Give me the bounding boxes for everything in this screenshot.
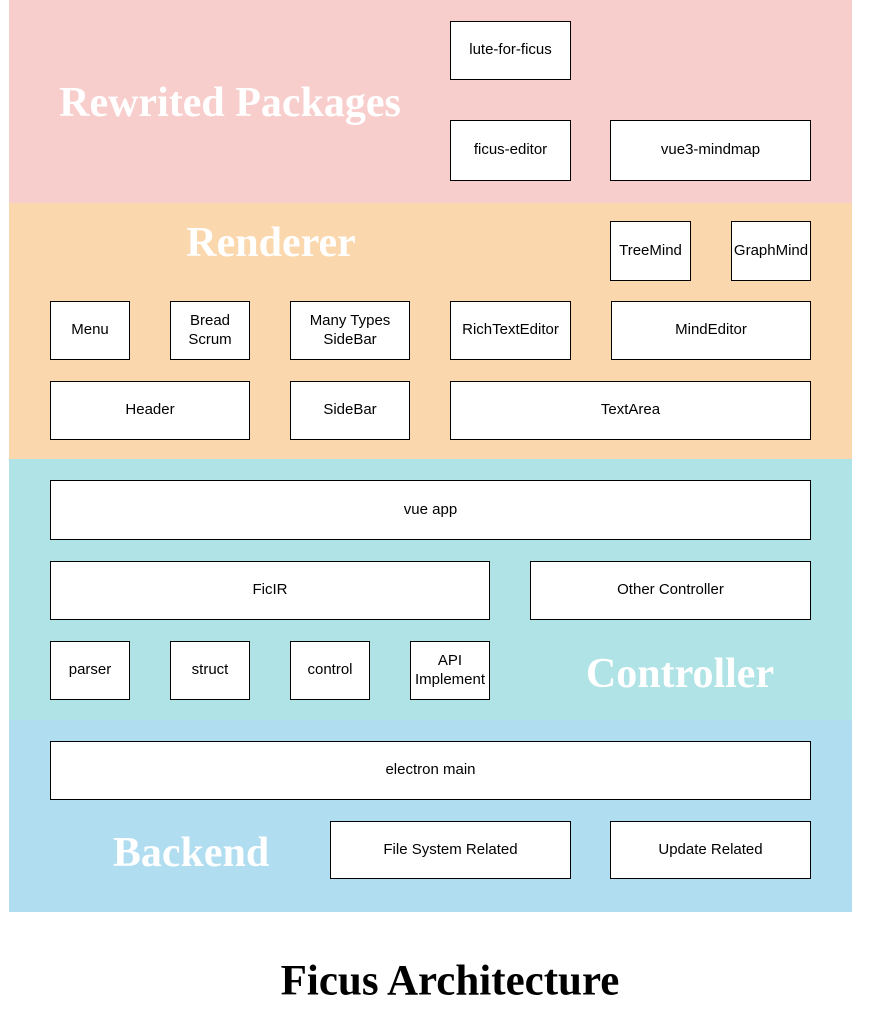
box-rich-text-editor: RichTextEditor — [450, 301, 571, 360]
box-lute-for-ficus: lute-for-ficus — [450, 21, 571, 80]
box-electron-main: electron main — [50, 741, 811, 800]
box-mind-editor: MindEditor — [611, 301, 811, 360]
box-struct: struct — [170, 641, 250, 700]
box-many-types-sidebar: Many Types SideBar — [290, 301, 410, 360]
box-file-system-related: File System Related — [330, 821, 571, 879]
box-graphmind: GraphMind — [731, 221, 811, 281]
box-vue-app: vue app — [50, 480, 811, 540]
box-ficus-editor: ficus-editor — [450, 120, 571, 181]
band-title-rewrited-packages: Rewrited Packages — [59, 80, 401, 126]
diagram-caption: Ficus Architecture — [280, 957, 620, 1005]
band-title-renderer: Renderer — [186, 220, 356, 266]
box-menu: Menu — [50, 301, 130, 360]
box-api-implement: API Implement — [410, 641, 490, 700]
box-control: control — [290, 641, 370, 700]
box-update-related: Update Related — [610, 821, 811, 879]
band-title-controller: Controller — [585, 651, 775, 697]
box-ficir: FicIR — [50, 561, 490, 620]
box-treemind: TreeMind — [610, 221, 691, 281]
box-parser: parser — [50, 641, 130, 700]
box-sidebar: SideBar — [290, 381, 410, 440]
box-bread-scrum: Bread Scrum — [170, 301, 250, 360]
box-vue3-mindmap: vue3-mindmap — [610, 120, 811, 181]
box-other-controller: Other Controller — [530, 561, 811, 620]
box-header: Header — [50, 381, 250, 440]
band-title-backend: Backend — [112, 830, 270, 876]
box-text-area: TextArea — [450, 381, 811, 440]
